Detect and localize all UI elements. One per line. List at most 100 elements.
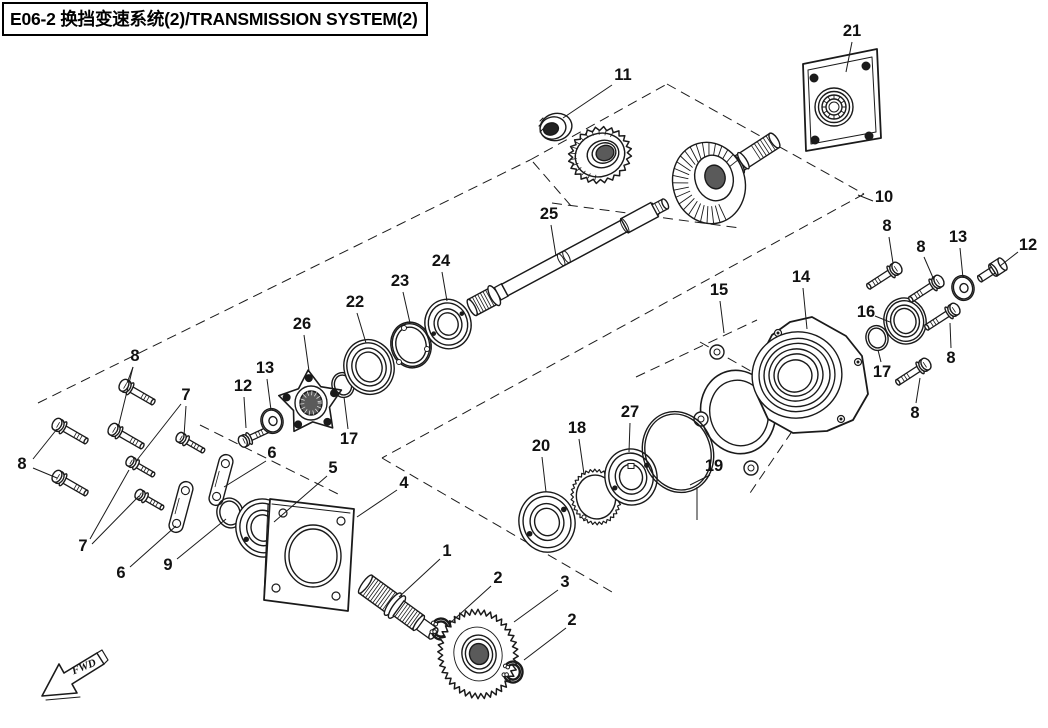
helical-gear — [567, 125, 633, 185]
ball-bearing — [518, 491, 576, 553]
callout-8: 8 — [910, 377, 921, 422]
callout-6: 6 — [116, 525, 177, 582]
callout-24: 24 — [432, 252, 451, 302]
callout-8: 8 — [117, 347, 140, 429]
callout-16: 16 — [857, 303, 891, 323]
callout-12: 12 — [234, 377, 252, 429]
fwd-direction-marker: FWD — [41, 649, 109, 701]
socket-bolt — [976, 257, 1008, 283]
part-label-8: 8 — [130, 347, 139, 365]
link-plate — [208, 453, 234, 507]
callout-8: 8 — [17, 428, 58, 479]
callout-14: 14 — [792, 268, 811, 330]
bearing-housing — [263, 498, 355, 612]
callout-2: 2 — [448, 569, 503, 625]
part-label-17: 17 — [873, 363, 891, 381]
part-label-8: 8 — [882, 217, 891, 235]
callout-26: 26 — [293, 315, 311, 372]
part-label-13: 13 — [949, 228, 967, 246]
part-label-12: 12 — [1019, 236, 1037, 254]
diagram-title: E06-2 换挡变速系统(2)/TRANSMISSION SYSTEM(2) — [10, 9, 418, 29]
callout-1: 1 — [398, 542, 452, 598]
output-flange-plate — [802, 48, 882, 152]
flange-bolt — [51, 417, 89, 445]
part-label-22: 22 — [346, 293, 364, 311]
part-label-8: 8 — [916, 238, 925, 256]
flange-bolt — [895, 357, 932, 386]
small-bolt — [134, 488, 165, 511]
part-label-3: 3 — [560, 573, 569, 591]
callout-3: 3 — [513, 573, 570, 623]
callout-23: 23 — [391, 272, 411, 324]
callout-10: 10 — [857, 188, 893, 206]
part-label-23: 23 — [391, 272, 409, 290]
part-label-24: 24 — [432, 252, 451, 270]
callout-17: 17 — [873, 349, 891, 381]
hub-flange — [278, 369, 343, 433]
part-label-14: 14 — [792, 268, 811, 286]
o-ring-large — [641, 410, 715, 494]
flange-bolt — [924, 302, 961, 331]
washer — [951, 274, 975, 302]
part-label-5: 5 — [328, 459, 337, 477]
part-label-26: 26 — [293, 315, 311, 333]
callout-6: 6 — [223, 444, 277, 488]
retainer-plate — [390, 321, 432, 369]
part-label-25: 25 — [540, 205, 558, 223]
callout-12: 12 — [999, 236, 1037, 267]
flange-bolt — [866, 261, 903, 290]
bevel-gear-shaft — [671, 132, 781, 225]
part-label-8: 8 — [910, 404, 919, 422]
oil-seal — [883, 297, 927, 345]
link-plate — [168, 480, 194, 534]
o-ring — [865, 324, 889, 352]
callout-9: 9 — [163, 518, 227, 574]
part-label-6: 6 — [116, 564, 125, 582]
callout-8: 8 — [882, 217, 894, 264]
part-label-8: 8 — [17, 455, 26, 473]
part-label-17: 17 — [340, 430, 358, 448]
part-label-16: 16 — [857, 303, 875, 321]
callout-11: 11 — [562, 66, 632, 119]
spur-gear — [437, 608, 519, 700]
part-label-2: 2 — [567, 611, 576, 629]
lock-washer — [570, 468, 622, 526]
part-label-2: 2 — [493, 569, 502, 587]
callout-19: 19 — [689, 457, 723, 520]
cap-nut — [538, 112, 573, 142]
circlip — [501, 660, 524, 684]
callout-5: 5 — [273, 459, 338, 523]
callout-22: 22 — [346, 293, 367, 344]
part-label-8: 8 — [946, 349, 955, 367]
main-shaft — [466, 198, 670, 317]
part-label-13: 13 — [256, 359, 274, 377]
part-label-1: 1 — [442, 542, 451, 560]
part-label-20: 20 — [532, 437, 550, 455]
callout-2: 2 — [523, 611, 577, 661]
callout-20: 20 — [532, 437, 550, 493]
callout-17: 17 — [340, 396, 358, 448]
part-label-18: 18 — [568, 419, 586, 437]
title-box: E06-2 换挡变速系统(2)/TRANSMISSION SYSTEM(2) — [2, 2, 428, 36]
callout-8: 8 — [946, 322, 956, 367]
part-label-10: 10 — [875, 188, 893, 206]
washer — [260, 407, 284, 435]
callout-25: 25 — [540, 205, 558, 257]
part-label-19: 19 — [705, 457, 723, 475]
part-label-15: 15 — [710, 281, 728, 299]
flange-bolt — [51, 469, 89, 497]
oil-seal — [343, 338, 395, 396]
flange-bolt — [908, 274, 945, 303]
part-label-27: 27 — [621, 403, 639, 421]
callout-13: 13 — [256, 359, 274, 411]
part-label-7: 7 — [181, 386, 190, 404]
part-label-11: 11 — [614, 66, 631, 84]
callout-18: 18 — [568, 419, 586, 475]
flange-bolt — [107, 422, 145, 450]
callout-15: 15 — [710, 281, 728, 334]
part-label-9: 9 — [163, 556, 172, 574]
ball-bearing — [424, 298, 472, 350]
